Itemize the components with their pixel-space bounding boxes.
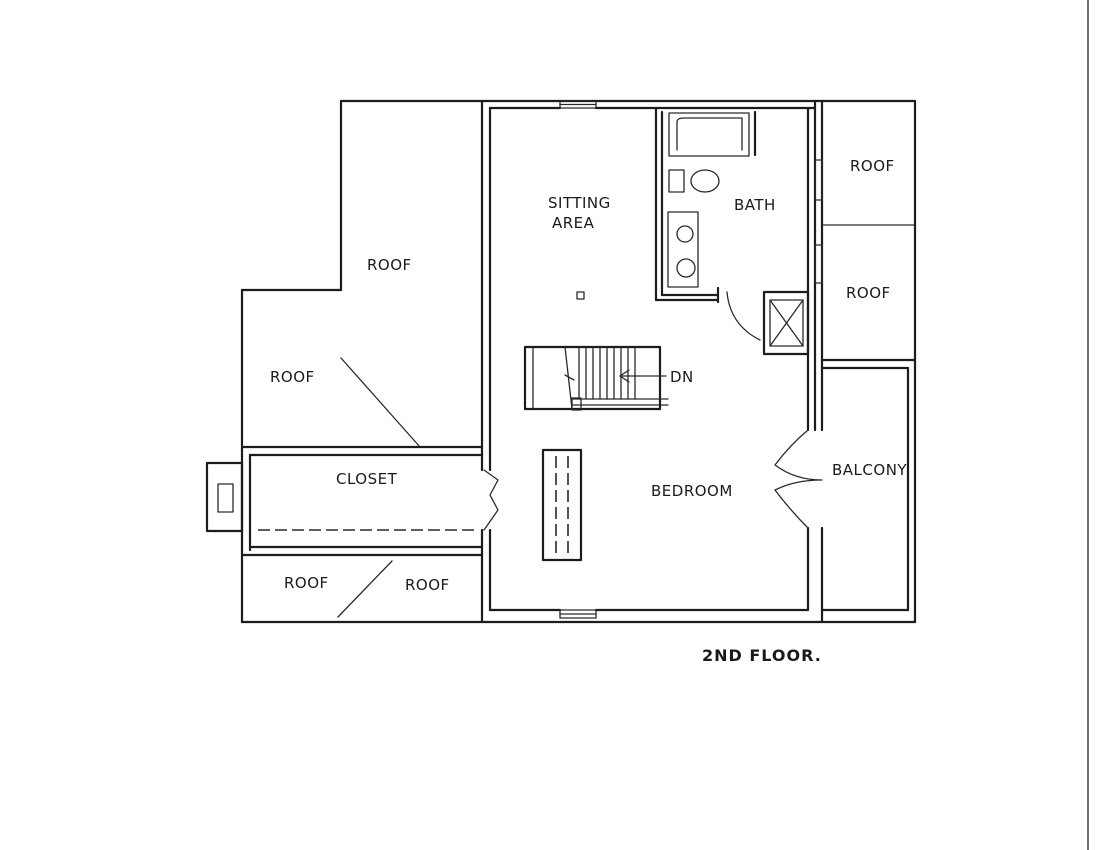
bed xyxy=(541,448,583,562)
post-marker xyxy=(576,291,585,300)
bath-door-swing xyxy=(726,291,761,341)
down-arrow-icon xyxy=(619,369,667,383)
roof-label-right-upper: ROOF xyxy=(850,157,895,175)
window-top xyxy=(559,100,597,109)
balcony-doors xyxy=(774,429,823,529)
window-right-lower xyxy=(814,244,823,284)
floor-title: 2ND FLOOR. xyxy=(702,646,822,665)
window-bottom xyxy=(559,609,597,619)
balcony-walls xyxy=(820,358,917,612)
bath-label: BATH xyxy=(734,196,776,214)
bottom-roof-ridge xyxy=(337,560,393,618)
balcony-label: BALCONY xyxy=(832,461,907,479)
left-roof-ridge xyxy=(340,357,421,448)
stair-direction-label: DN xyxy=(670,368,694,386)
closet-door-swing xyxy=(483,469,499,531)
sitting-area-label-line2: AREA xyxy=(552,214,595,232)
bath-walls xyxy=(654,106,757,304)
closet-label: CLOSET xyxy=(336,470,398,488)
sitting-area-label-line1: SITTING xyxy=(548,194,611,212)
toilet xyxy=(668,169,720,193)
room-labels: SITTING AREA BATH BEDROOM CLOSET BALCONY… xyxy=(270,157,907,594)
staircase xyxy=(523,345,669,411)
bedroom-label: BEDROOM xyxy=(651,482,733,500)
roof-label-bottom-right: ROOF xyxy=(405,576,450,594)
roof-label-left-lower: ROOF xyxy=(270,368,315,386)
chimney xyxy=(205,461,244,533)
roof-label-left-upper: ROOF xyxy=(367,256,412,274)
bathtub xyxy=(668,112,750,157)
roof-label-right-middle: ROOF xyxy=(846,284,891,302)
linen-closet xyxy=(762,290,810,356)
roof-label-bottom-left: ROOF xyxy=(284,574,329,592)
outer-walls xyxy=(240,99,917,624)
closet-walls xyxy=(240,445,484,557)
window-right-upper xyxy=(814,159,823,201)
vanity xyxy=(667,211,699,288)
